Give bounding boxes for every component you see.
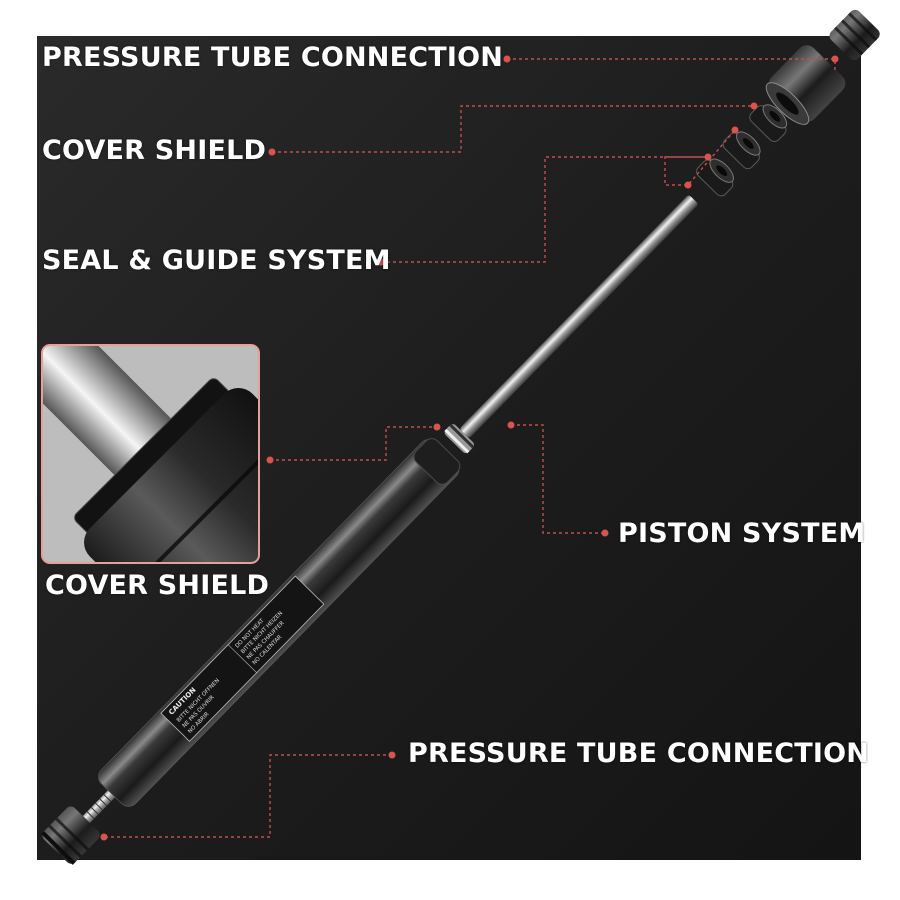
callout-seal-guide-line (381, 129, 736, 263)
callout-dot (601, 529, 609, 537)
callout-dot (704, 153, 712, 161)
callout-dot (266, 456, 274, 464)
seal-ring-3 (749, 104, 788, 142)
seal-ring-1 (696, 158, 734, 197)
label-cover-shield-inset: COVER SHIELD (45, 570, 270, 601)
callout-piston-line (511, 424, 605, 534)
callout-dot (268, 148, 276, 156)
label-seal-guide-system: SEAL & GUIDE SYSTEM (42, 245, 391, 276)
callout-pressure-top-line (507, 58, 836, 70)
bottom-end-fitting (41, 806, 100, 865)
cover-shield-sleeve (765, 45, 846, 125)
callout-dot (503, 55, 511, 63)
callout-dot (433, 423, 441, 431)
callout-dot (684, 181, 692, 189)
piston-rod (460, 195, 698, 438)
callout-inset-line (270, 426, 437, 461)
top-end-fitting (829, 9, 880, 61)
gas-spring: CAUTION BITTE NICHT OFFNEN NE PAS OUVRIR… (41, 9, 880, 865)
callout-cover-shield-line (272, 105, 754, 153)
callout-dot (388, 751, 396, 759)
label-pressure-tube-top: PRESSURE TUBE CONNECTION (42, 42, 504, 73)
callout-dot (100, 833, 108, 841)
seal-ring-2 (722, 131, 761, 170)
inset-closeup (41, 344, 260, 564)
callout-dots (100, 55, 839, 841)
label-pressure-tube-bottom: PRESSURE TUBE CONNECTION (408, 738, 870, 769)
callout-lines (104, 58, 836, 838)
label-piston-system: PISTON SYSTEM (618, 518, 866, 549)
callout-dot (507, 421, 515, 429)
callout-dot (831, 55, 839, 63)
piston-collar (444, 423, 475, 454)
callout-dot (377, 258, 385, 266)
callout-dot (731, 126, 739, 134)
inset-frame (41, 344, 260, 564)
cylinder-end-cap (413, 438, 461, 485)
callout-pressure-bottom-line (104, 754, 392, 838)
callout-dot (750, 102, 758, 110)
label-cover-shield: COVER SHIELD (42, 135, 267, 166)
